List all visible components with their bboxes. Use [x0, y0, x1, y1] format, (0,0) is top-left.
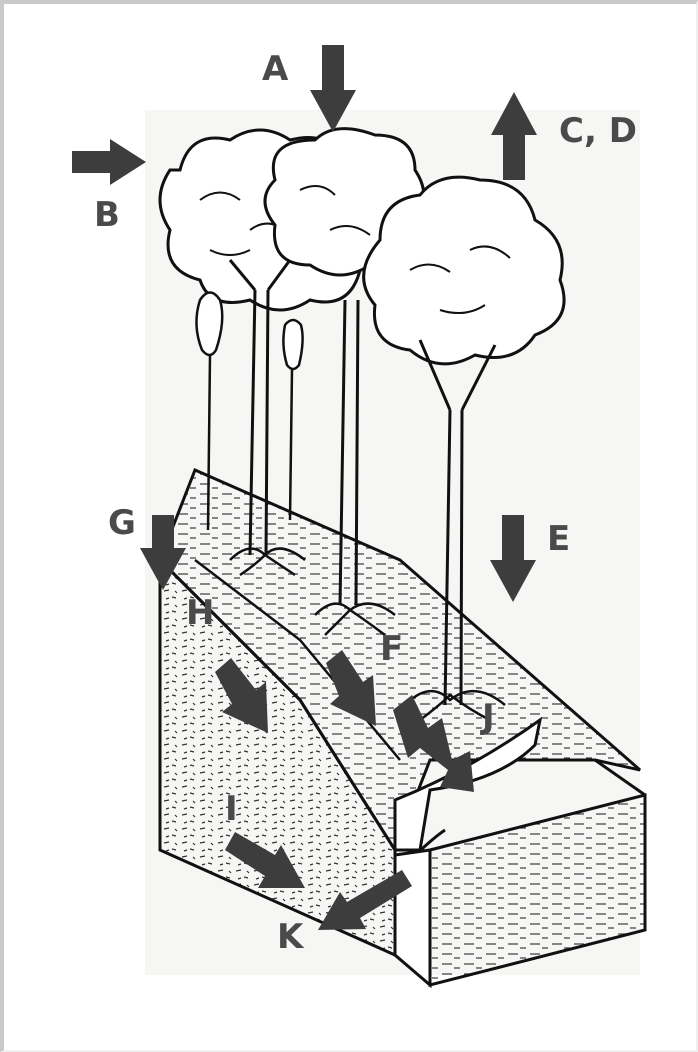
label-g: G: [108, 506, 136, 540]
label-f: F: [380, 632, 403, 666]
tree-right-canopy: [364, 177, 564, 364]
arrow-b: [72, 139, 146, 185]
label-k: K: [277, 920, 303, 954]
label-j: J: [482, 700, 495, 734]
label-a: A: [262, 52, 288, 86]
label-i: I: [225, 792, 238, 826]
label-b: B: [94, 198, 120, 232]
label-h: H: [186, 596, 214, 630]
arrow-e: [490, 515, 536, 602]
arrow-cd: [491, 92, 537, 180]
arrow-a: [310, 45, 356, 132]
label-cd: C, D: [559, 114, 637, 148]
label-e: E: [547, 522, 570, 556]
